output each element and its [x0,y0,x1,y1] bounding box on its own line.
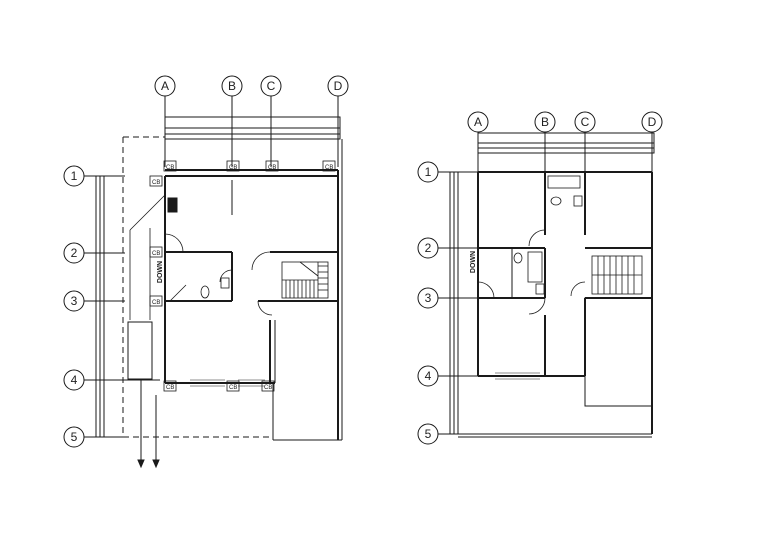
right-doors [477,229,586,315]
right-top-bathroom [547,175,583,207]
left-column-bubbles [154,75,349,167]
right-mid-bathtub-icon [527,251,543,283]
right-row-2-label: 2 [425,241,432,255]
right-mid-bathroom [513,251,545,295]
cb-label: CB [152,300,160,306]
cb-label: CB [152,180,160,186]
cb-tag [149,175,163,187]
right-sink-icon [573,195,583,207]
left-exterior-walls [164,169,339,440]
left-grid-labels: A B C D 1 2 3 4 5 [71,79,343,444]
cb-tag [163,160,177,172]
cb-label: CB [229,385,237,391]
left-col-b-label: B [228,79,236,93]
cb-tag [265,160,279,172]
cb-label: CB [152,251,160,257]
right-column-bubbles [467,111,663,172]
left-row-2-label: 2 [71,246,78,260]
left-row-3-label: 3 [71,294,78,308]
drain-arrow-icon [152,459,160,469]
left-row-1-label: 1 [71,169,78,183]
left-column-tags [149,160,336,392]
right-row-1-label: 1 [425,165,432,179]
right-col-d-label: D [648,115,657,129]
left-row-4-label: 4 [71,373,78,387]
cb-tag [149,246,163,258]
cb-tag [149,295,163,307]
left-cb-labels: CB CB CB CB CB CB CB CB CB CB [152,165,333,391]
left-staircase [281,261,329,299]
right-staircase [591,255,643,295]
cb-tag [163,380,177,392]
left-kitchen-sink-icon [167,197,178,213]
right-down-label: DOWN [470,251,477,273]
right-col-b-label: B [541,115,549,129]
cb-label: CB [166,385,174,391]
cb-tag [261,380,275,392]
left-plot-boundary [122,136,270,438]
left-toilet-icon [200,285,210,299]
left-sink-icon [220,277,230,289]
right-mid-sink-icon [535,283,545,295]
cb-label: CB [268,165,276,171]
right-col-a-label: A [474,115,482,129]
cb-tag [226,160,240,172]
left-doors [164,233,273,316]
right-row-3-label: 3 [425,291,432,305]
cb-tag [322,160,336,172]
left-col-d-label: D [334,79,343,93]
left-col-c-label: C [267,79,276,93]
left-equipment-box [127,321,153,380]
right-floor-plan [417,111,663,445]
right-col-c-label: C [581,115,590,129]
drain-arrow-icon [137,459,145,469]
left-floor-plan [63,75,349,469]
cb-label: CB [229,165,237,171]
right-toilet-icon [550,196,562,206]
right-bottom-right-room [584,297,653,407]
left-interior-walls [165,251,338,383]
right-bathtub-icon [547,175,581,189]
right-mid-toilet-icon [513,252,523,264]
left-row-bubbles [63,165,160,448]
cb-label: CB [264,385,272,391]
right-row-4-label: 4 [425,369,432,383]
cb-label: CB [325,165,333,171]
right-interior-walls [478,172,652,376]
left-col-a-label: A [161,79,169,93]
left-bathroom [169,277,230,302]
right-exterior-walls [477,171,653,434]
right-row-5-label: 5 [425,427,432,441]
left-drain-arrows [137,379,160,469]
left-row-5-label: 5 [71,430,78,444]
right-grid-labels: A B C D 1 2 3 4 5 [425,115,657,441]
cb-label: CB [166,165,174,171]
left-down-label: DOWN [157,261,164,283]
cb-tag [226,380,240,392]
